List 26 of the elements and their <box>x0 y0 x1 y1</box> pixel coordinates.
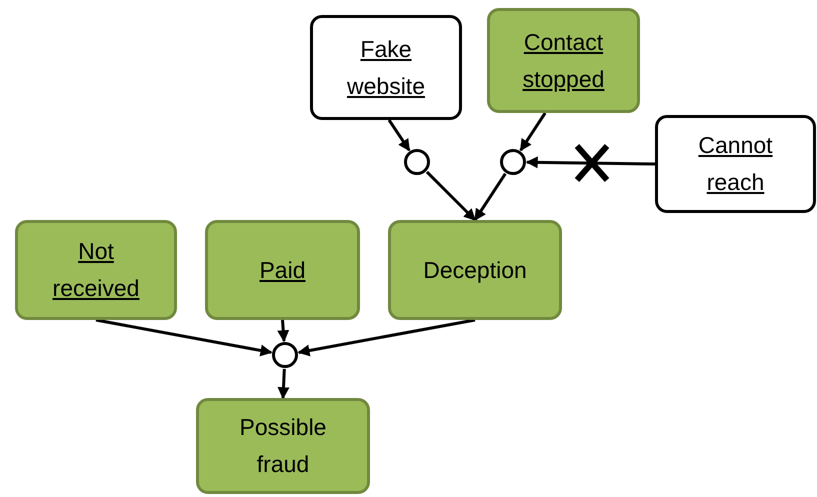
arrow <box>96 318 272 356</box>
arrow <box>388 119 410 152</box>
box-label: Not received <box>52 237 140 303</box>
box-label: Fake website <box>346 34 426 100</box>
arrow <box>474 172 507 221</box>
evidence-box <box>655 115 816 213</box>
junction-circle <box>500 149 526 175</box>
box-label: Deception <box>423 256 527 285</box>
box-label: Paid <box>259 256 306 285</box>
box-label: Contact stopped <box>522 28 606 94</box>
evidence-box <box>487 8 640 113</box>
arrow <box>426 170 476 222</box>
conclusion-box <box>196 398 370 494</box>
arrow <box>278 368 290 400</box>
arrow <box>519 112 546 152</box>
arrow <box>526 156 656 168</box>
evidence-box <box>205 220 360 320</box>
evidence-box <box>310 15 462 120</box>
box-label: Possible fraud <box>238 413 328 479</box>
arrow <box>277 320 290 342</box>
junction-circle <box>272 342 298 368</box>
arrow <box>298 318 476 356</box>
junction-circle <box>404 149 430 175</box>
evidence-box <box>15 220 177 320</box>
conclusion-box <box>388 220 562 320</box>
box-label: Cannot reach <box>697 131 774 197</box>
